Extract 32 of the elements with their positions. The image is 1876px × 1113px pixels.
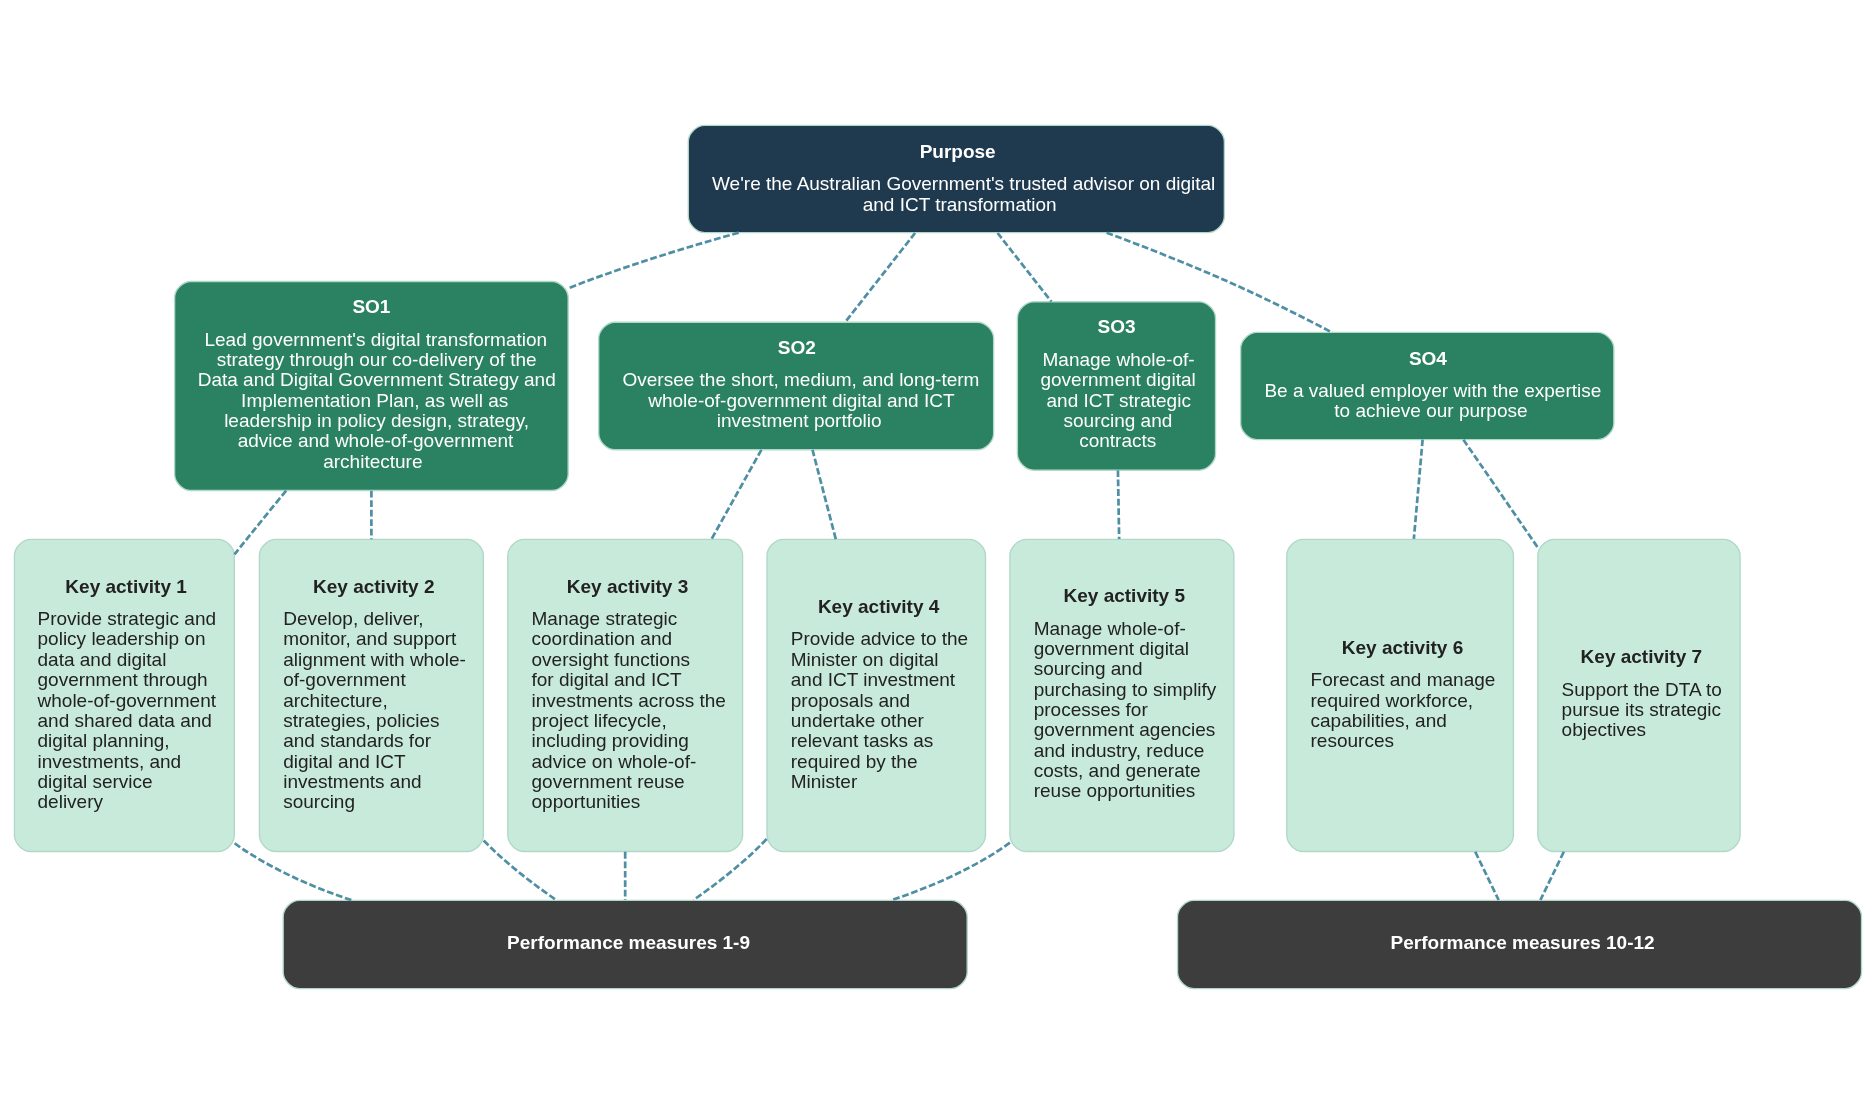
node-box: Key activity 3 Manage strategic coordination and oversight functions for digital and ICT investments across the project lifecycle, including providing advice on whole-of-government reuse opportunities — [507, 538, 744, 852]
connector — [996, 231, 1053, 303]
connector — [370, 490, 373, 539]
connector — [1412, 439, 1424, 539]
connector — [1106, 230, 1333, 333]
node-box: Key activity 1 Provide strategic and policy leadership on data and digital government through whole-of-government and shared data and digital planning, investments, and digital service delivery — [13, 538, 235, 852]
connector — [1539, 850, 1566, 901]
node-box: Key activity 5 Manage whole-of-government digital sourcing and purchasing to simplify processes for government agencies and industry, reduce costs, and generate reuse opportunities — [1009, 538, 1235, 852]
connector — [692, 837, 768, 901]
node-box: SO2 Oversee the short, medium, and long-term whole-of-government digital and ICT investment portfolio — [598, 321, 995, 450]
connector — [811, 448, 838, 539]
connector — [567, 230, 740, 290]
node-box: Performance measures 1-9 — [282, 899, 968, 989]
node-box: SO3 Manage whole-of-government digital and ICT strategic sourcing and contracts — [1016, 300, 1217, 471]
connector — [710, 448, 763, 540]
connector — [233, 489, 288, 555]
node-box: Key activity 6 Forecast and manage required workforce, capabilities, and resources — [1286, 538, 1515, 852]
node-box: Key activity 4 Provide advice to the Minister on digital and ICT investment proposals and undertake other relevant tasks as required by the Minister — [766, 538, 987, 852]
node-box: Performance measures 10-12 — [1176, 899, 1863, 989]
node-box: Key activity 7 Support the DTA to pursue its strategic objectives — [1537, 538, 1741, 852]
node-box: Purpose We're the Australian Government's trusted advisor on digital and ICT transformation — [687, 124, 1226, 233]
node-box: Key activity 2 Develop, deliver, monitor, and support alignment with whole-of-government architecture, strategies, policies and standards for digital and ICT investments and sourcing — [258, 538, 485, 852]
node-box: SO4 Be a valued employer with the expertise to achieve our purpose — [1239, 331, 1615, 440]
connector — [482, 839, 557, 901]
connector — [1474, 850, 1500, 901]
connector — [1116, 469, 1121, 539]
node-box: SO1 Lead government's digital transformation strategy through our co-delivery of the Data and Digital Government Strategy and Implementation Plan, as well as leadership in policy design, strategy, advice and whole-of-government architecture — [173, 280, 569, 491]
connector — [844, 231, 917, 323]
connector — [1462, 438, 1539, 548]
connector — [890, 841, 1011, 902]
connector — [623, 851, 627, 900]
connector — [233, 841, 353, 902]
